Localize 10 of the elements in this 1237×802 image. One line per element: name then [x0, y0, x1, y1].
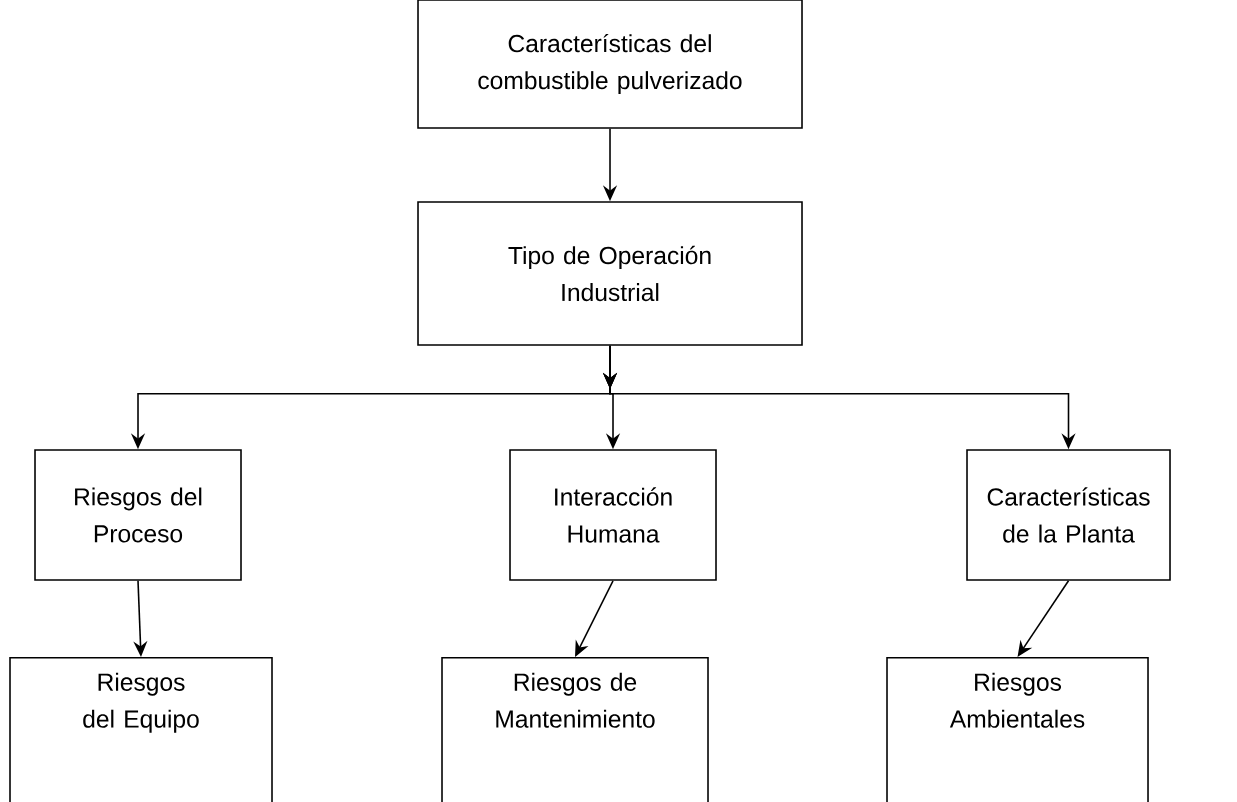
process-box: Riesgos Ambientales — [886, 657, 1149, 802]
process-box: Interacción Humana — [509, 449, 717, 581]
arrow — [575, 580, 614, 657]
process-box: Características del combustible pulverizado — [417, 0, 803, 129]
process-box: Riesgos de Mantenimiento — [441, 657, 709, 802]
process-box: Tipo de Operación Industrial — [417, 201, 803, 346]
process-box: Riesgos del Proceso — [34, 449, 242, 581]
process-box: Riesgos del Equipo — [9, 657, 273, 802]
process-box: Características de la Planta — [966, 449, 1171, 581]
arrow — [1017, 580, 1070, 657]
